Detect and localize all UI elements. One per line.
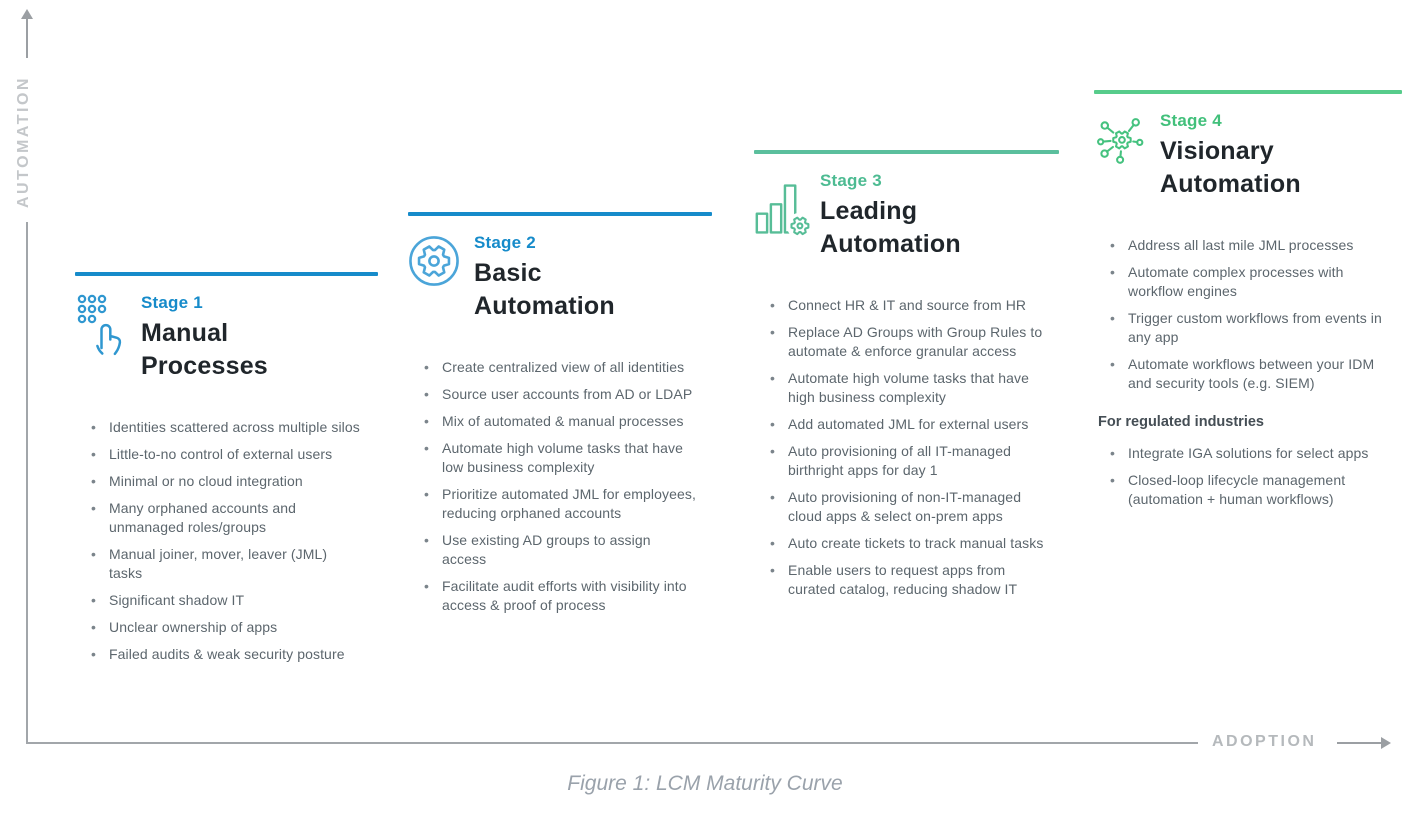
stage-3-header: Stage 3 Leading Automation <box>754 170 1059 280</box>
regulated-industries-subheading: For regulated industries <box>1098 414 1264 430</box>
bullet-item: Auto provisioning of non-IT-managed clou… <box>754 488 1045 526</box>
bullet-item: Integrate IGA solutions for select apps <box>1094 444 1388 463</box>
bullet-item: Unclear ownership of apps <box>75 618 364 637</box>
y-axis-label: AUTOMATION <box>15 76 32 208</box>
stage-1-label: Stage 1 <box>141 293 203 312</box>
stage-4-label: Stage 4 <box>1160 111 1222 130</box>
x-axis-label: ADOPTION <box>1212 733 1317 750</box>
bullet-item: Trigger custom workflows from events in … <box>1094 309 1388 347</box>
stage-3-title: Leading Automation <box>820 197 961 258</box>
bullet-item: Auto create tickets to track manual task… <box>754 534 1045 553</box>
y-axis-arrow-line <box>26 18 28 58</box>
bullet-item: Mix of automated & manual processes <box>408 412 698 431</box>
bullet-item: Little-to-no control of external users <box>75 445 364 464</box>
stage-4-accent-bar <box>1094 90 1402 94</box>
stage-1-bullet-list: Identities scattered across multiple sil… <box>75 418 378 664</box>
stage-2-accent-bar <box>408 212 712 216</box>
up-arrow-icon <box>21 9 33 19</box>
right-arrow-icon <box>1381 737 1391 749</box>
bullet-item: Closed-loop lifecycle management (automa… <box>1094 471 1388 509</box>
bullet-item: Automate high volume tasks that have low… <box>408 439 698 477</box>
bullet-item: Auto provisioning of all IT-managed birt… <box>754 442 1045 480</box>
bullet-item: Significant shadow IT <box>75 591 364 610</box>
stage-3-bullet-list: Connect HR & IT and source from HR Repla… <box>754 296 1059 599</box>
network-gear-icon <box>1094 112 1152 177</box>
x-axis-arrow-line <box>1337 742 1381 744</box>
bullet-item: Create centralized view of all identitie… <box>408 358 698 377</box>
stage-4-column: Stage 4 Visionary Automation Address all… <box>1094 90 1402 517</box>
stage-4-header: Stage 4 Visionary Automation <box>1094 110 1402 220</box>
bullet-item: Replace AD Groups with Group Rules to au… <box>754 323 1045 361</box>
stage-4-title: Visionary Automation <box>1160 137 1301 198</box>
bullet-item: Connect HR & IT and source from HR <box>754 296 1045 315</box>
bullet-item: Address all last mile JML processes <box>1094 236 1388 255</box>
keypad-tap-icon <box>75 292 131 375</box>
stage-1-column: Stage 1 Manual Processes Identities scat… <box>75 272 378 672</box>
bullet-item: Identities scattered across multiple sil… <box>75 418 364 437</box>
bullet-item: Source user accounts from AD or LDAP <box>408 385 698 404</box>
stage-4-sub-bullet-list: Integrate IGA solutions for select apps … <box>1094 444 1402 509</box>
stage-3-accent-bar <box>754 150 1059 154</box>
bullet-item: Automate high volume tasks that have hig… <box>754 369 1045 407</box>
stage-1-accent-bar <box>75 272 378 276</box>
figure-caption: Figure 1: LCM Maturity Curve <box>567 772 843 795</box>
bullet-item: Failed audits & weak security posture <box>75 645 364 664</box>
stage-2-title: Basic Automation <box>474 259 615 320</box>
bullet-item: Many orphaned accounts and unmanaged rol… <box>75 499 364 537</box>
y-axis-line <box>26 222 28 743</box>
stage-2-column: Stage 2 Basic Automation Create centrali… <box>408 212 712 623</box>
bullet-item: Prioritize automated JML for employees, … <box>408 485 698 523</box>
stage-2-label: Stage 2 <box>474 233 536 252</box>
bullet-item: Automate workflows between your IDM and … <box>1094 355 1388 393</box>
bullet-item: Automate complex processes with workflow… <box>1094 263 1388 301</box>
stage-4-bullet-list: Address all last mile JML processes Auto… <box>1094 236 1402 393</box>
bullet-item: Minimal or no cloud integration <box>75 472 364 491</box>
bullet-item: Add automated JML for external users <box>754 415 1045 434</box>
gear-circle-icon <box>408 235 460 292</box>
stage-2-header: Stage 2 Basic Automation <box>408 232 712 342</box>
stage-1-header: Stage 1 Manual Processes <box>75 292 378 402</box>
stage-1-title: Manual Processes <box>141 319 268 380</box>
bar-chart-gear-icon <box>754 178 814 245</box>
bullet-item: Enable users to request apps from curate… <box>754 561 1045 599</box>
bullet-item: Facilitate audit efforts with visibility… <box>408 577 698 615</box>
stage-3-label: Stage 3 <box>820 171 882 190</box>
stage-3-column: Stage 3 Leading Automation Connect HR & … <box>754 150 1059 607</box>
bullet-item: Use existing AD groups to assign access <box>408 531 698 569</box>
bullet-item: Manual joiner, mover, leaver (JML) tasks <box>75 545 364 583</box>
stage-2-bullet-list: Create centralized view of all identitie… <box>408 358 712 615</box>
x-axis-line <box>26 742 1198 744</box>
